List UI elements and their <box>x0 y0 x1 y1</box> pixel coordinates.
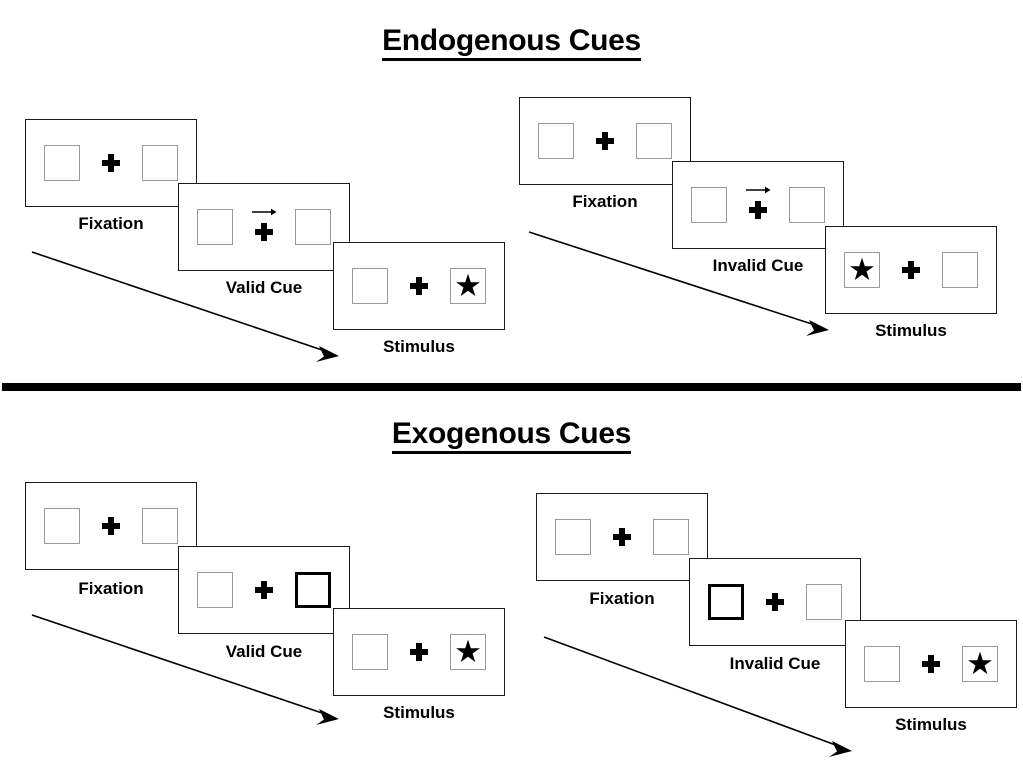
left-placeholder-box <box>352 268 388 304</box>
fixation-cross-icon <box>922 655 940 673</box>
panel-endogenous-valid-cue <box>178 183 350 271</box>
caption-endogenous-valid-stimulus: Stimulus <box>383 337 455 356</box>
caption-endogenous-valid-cue: Valid Cue <box>225 278 303 297</box>
section-title-exogenous-text: Exogenous Cues <box>391 418 631 454</box>
caption-endogenous-valid-fixation: Fixation <box>78 214 144 233</box>
left-placeholder-box <box>197 572 233 608</box>
section-title-endogenous-text: Endogenous Cues <box>382 25 641 61</box>
caption-exogenous-invalid-fixation: Fixation <box>589 589 655 608</box>
right-placeholder-box <box>295 209 331 245</box>
right-placeholder-box <box>806 584 842 620</box>
panel-exogenous-valid-fixation <box>25 482 197 570</box>
fixation-cross-icon <box>102 154 120 172</box>
caption-endogenous-invalid-fixation: Fixation <box>572 192 638 211</box>
fixation-cross-icon <box>596 132 614 150</box>
caption-exogenous-invalid-cue: Invalid Cue <box>729 654 821 673</box>
fixation-cross-icon <box>613 528 631 546</box>
center-fixation-area <box>249 570 279 610</box>
center-fixation-area <box>607 517 637 557</box>
panel-endogenous-valid-stimulus: ★ <box>333 242 505 330</box>
flow-arrow-exogenous-invalid <box>543 636 852 757</box>
panel-exogenous-valid-cue <box>178 546 350 634</box>
star-icon: ★ <box>454 633 482 669</box>
center-fixation-area <box>404 632 434 672</box>
fixation-cross-icon <box>902 261 920 279</box>
right-placeholder-box <box>942 252 978 288</box>
fixation-cross-icon <box>102 517 120 535</box>
center-fixation-area <box>96 143 126 183</box>
right-placeholder-box-with-star: ★ <box>450 634 486 670</box>
panel-exogenous-invalid-fixation <box>536 493 708 581</box>
right-arrow-cue-icon <box>746 186 771 194</box>
center-fixation-area <box>249 207 279 247</box>
right-placeholder-box <box>653 519 689 555</box>
panel-exogenous-invalid-stimulus: ★ <box>845 620 1017 708</box>
right-placeholder-box-cued <box>295 572 331 608</box>
fixation-cross-icon <box>766 593 784 611</box>
star-icon: ★ <box>848 251 876 287</box>
center-fixation-area <box>743 185 773 225</box>
left-placeholder-box <box>44 145 80 181</box>
panel-endogenous-valid-fixation <box>25 119 197 207</box>
right-placeholder-box <box>789 187 825 223</box>
panel-exogenous-invalid-cue <box>689 558 861 646</box>
center-fixation-area <box>96 506 126 546</box>
center-fixation-area <box>760 582 790 622</box>
left-placeholder-box <box>197 209 233 245</box>
section-exogenous-cues: Exogenous Cues Fixation Valid Cue <box>0 393 1023 767</box>
section-title-endogenous: Endogenous Cues <box>0 24 1023 61</box>
center-fixation-area <box>590 121 620 161</box>
star-icon: ★ <box>454 267 482 303</box>
right-arrow-cue-icon <box>252 208 277 216</box>
section-divider <box>2 383 1021 391</box>
left-placeholder-box <box>691 187 727 223</box>
left-placeholder-box <box>44 508 80 544</box>
left-placeholder-box <box>538 123 574 159</box>
caption-endogenous-invalid-stimulus: Stimulus <box>875 321 947 340</box>
left-placeholder-box-with-star: ★ <box>844 252 880 288</box>
panel-endogenous-invalid-fixation <box>519 97 691 185</box>
panel-exogenous-valid-stimulus: ★ <box>333 608 505 696</box>
caption-exogenous-valid-fixation: Fixation <box>78 579 144 598</box>
fixation-cross-icon <box>410 277 428 295</box>
right-placeholder-box <box>142 145 178 181</box>
caption-exogenous-valid-cue: Valid Cue <box>225 642 303 661</box>
right-placeholder-box <box>142 508 178 544</box>
fixation-cross-icon <box>255 581 273 599</box>
fixation-cross-icon <box>410 643 428 661</box>
section-title-exogenous: Exogenous Cues <box>0 417 1023 454</box>
center-fixation-area <box>916 644 946 684</box>
caption-exogenous-invalid-stimulus: Stimulus <box>895 715 967 734</box>
panel-endogenous-invalid-stimulus: ★ <box>825 226 997 314</box>
caption-exogenous-valid-stimulus: Stimulus <box>383 703 455 722</box>
left-placeholder-box-cued <box>708 584 744 620</box>
fixation-cross-icon <box>749 200 767 219</box>
left-placeholder-box <box>864 646 900 682</box>
left-placeholder-box <box>555 519 591 555</box>
left-placeholder-box <box>352 634 388 670</box>
fixation-cross-icon <box>255 222 273 241</box>
panel-endogenous-invalid-cue <box>672 161 844 249</box>
star-icon: ★ <box>966 645 994 681</box>
center-fixation-area <box>404 266 434 306</box>
section-endogenous-cues: Endogenous Cues Fixation Valid Cue <box>0 24 1023 362</box>
right-placeholder-box-with-star: ★ <box>962 646 998 682</box>
caption-endogenous-invalid-cue: Invalid Cue <box>712 256 804 275</box>
center-fixation-area <box>896 250 926 290</box>
right-placeholder-box <box>636 123 672 159</box>
right-placeholder-box-with-star: ★ <box>450 268 486 304</box>
